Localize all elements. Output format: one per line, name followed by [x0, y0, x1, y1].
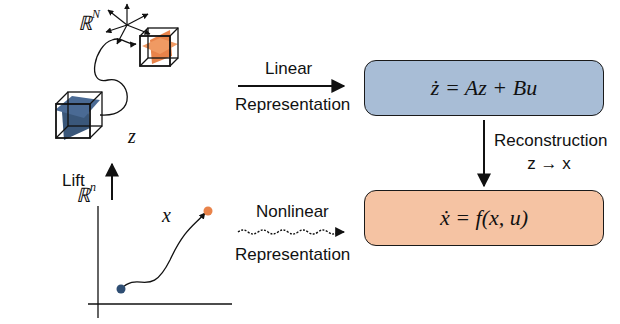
lift-arrow: [111, 164, 113, 200]
space-dimension: n: [90, 181, 96, 194]
arrow-label: Representation: [235, 246, 350, 265]
space-symbol: ℝ: [78, 12, 92, 34]
start-dot: [117, 285, 126, 294]
lifted-state-symbol: z: [128, 125, 136, 147]
nonlinear-arrow: [238, 230, 344, 234]
lifted-cube: [55, 92, 102, 140]
lifted-trajectory: [95, 39, 136, 115]
arrow-label: Linear: [265, 60, 312, 79]
space-symbol: ℝ: [76, 184, 90, 206]
equation: ż = Az + Bu: [431, 75, 537, 101]
nonlinear-model-box: ẋ = f(x, u): [364, 190, 604, 246]
arrow-label: Nonlinear: [256, 203, 329, 222]
linear-model-box: ż = Az + Bu: [364, 60, 604, 116]
basis-star: [106, 4, 150, 44]
space-dimension: N: [92, 8, 100, 21]
equation: ẋ = f(x, u): [440, 205, 528, 231]
lifted-cube: [140, 28, 178, 66]
state-symbol: x: [162, 204, 171, 226]
state-axes: [88, 206, 232, 318]
end-dot: [204, 207, 213, 216]
reconstruction-arrow: [483, 120, 485, 186]
edge-label: Reconstruction z → x: [494, 130, 604, 176]
arrow-label: Representation: [235, 96, 350, 115]
linear-arrow: [238, 85, 344, 87]
